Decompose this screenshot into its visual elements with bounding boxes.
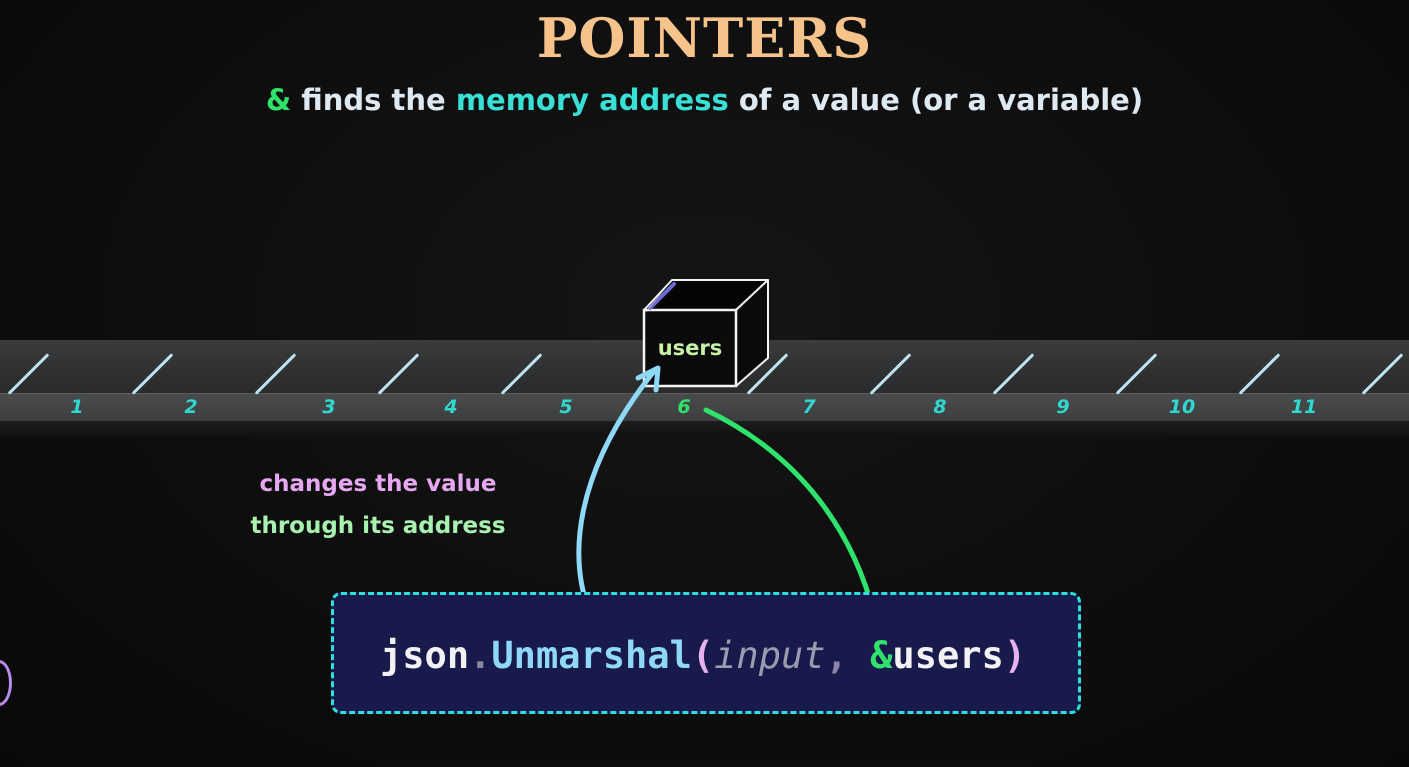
slide-subtitle: & finds the memory address of a value (o… bbox=[0, 80, 1409, 120]
memory-address-5: 5 bbox=[559, 396, 573, 418]
memory-address-7: 7 bbox=[802, 396, 816, 418]
code-line: json.Unmarshal(input, &users) bbox=[334, 595, 1084, 717]
memory-address-3: 3 bbox=[322, 396, 336, 418]
edge-decoration bbox=[0, 660, 12, 706]
note-line-2: through its address bbox=[250, 513, 506, 539]
subtitle-text-2: of a value (or a variable) bbox=[728, 83, 1144, 117]
memory-strip-shadow bbox=[0, 421, 1409, 437]
code-comma: , bbox=[825, 634, 871, 677]
subtitle-highlight: memory address bbox=[455, 83, 729, 117]
memory-address-10: 10 bbox=[1168, 396, 1196, 418]
code-function: Unmarshal bbox=[491, 634, 692, 677]
memory-address-11: 11 bbox=[1290, 396, 1318, 418]
memory-address-8: 8 bbox=[933, 396, 947, 418]
code-ampersand: & bbox=[870, 634, 893, 677]
memory-box-label: users bbox=[657, 336, 723, 360]
memory-box-icon bbox=[642, 279, 769, 388]
code-dot: . bbox=[469, 634, 492, 677]
memory-address-1: 1 bbox=[70, 396, 84, 418]
code-package: json bbox=[380, 634, 470, 677]
code-block: json.Unmarshal(input, &users) bbox=[331, 592, 1081, 714]
code-arg-input: input bbox=[714, 634, 826, 677]
code-close-paren: ) bbox=[1003, 634, 1027, 677]
code-arg-users: users bbox=[892, 634, 1004, 677]
slide-title: POINTERS bbox=[536, 6, 873, 70]
subtitle-ampersand: & bbox=[265, 83, 292, 117]
memory-address-6: 6 bbox=[677, 396, 691, 418]
memory-address-2: 2 bbox=[184, 396, 198, 418]
memory-address-4: 4 bbox=[444, 396, 458, 418]
memory-address-9: 9 bbox=[1056, 396, 1070, 418]
note-line-1: changes the value bbox=[259, 471, 497, 497]
subtitle-text-1: finds the bbox=[291, 83, 456, 117]
code-open-paren: ( bbox=[691, 634, 715, 677]
arrow-down-to-code bbox=[703, 407, 877, 617]
